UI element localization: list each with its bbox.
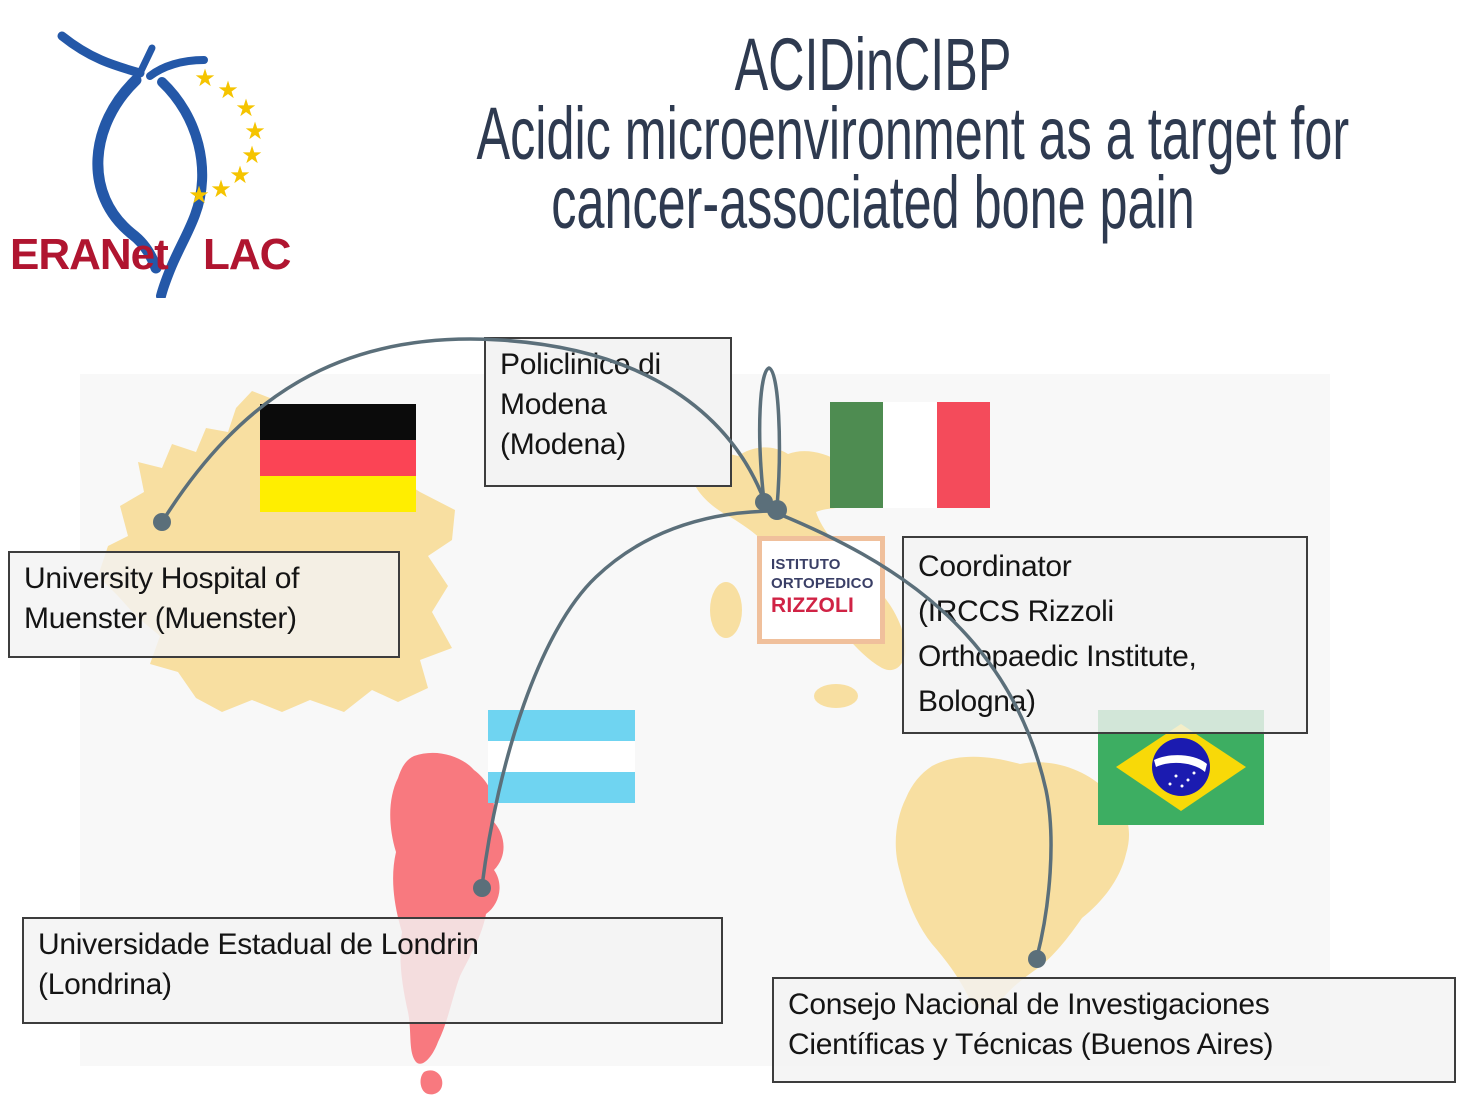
logo-text-eranet: ERANet — [10, 230, 169, 279]
svg-text:★: ★ — [235, 94, 257, 122]
svg-text:★: ★ — [229, 161, 251, 189]
germany-flag-gold-stripe — [260, 476, 416, 512]
argentina-flag-white-stripe — [488, 741, 635, 772]
eu-stars-arc: ★★ ★★ ★★ ★★ — [188, 64, 266, 209]
eranet-lac-logo: ★★ ★★ ★★ ★★ ERANet LAC — [0, 8, 310, 298]
svg-text:★: ★ — [244, 117, 266, 145]
sardinia-map-shape — [710, 582, 742, 638]
rizzoli-logo-line1: ISTITUTO — [771, 556, 841, 573]
germany-flag-black-stripe — [260, 404, 416, 440]
title-line-1: ACIDinCIBP — [734, 23, 1012, 106]
label-coordinator-rizzoli-bologna: Coordinator (IRCCS Rizzoli Orthopaedic I… — [902, 536, 1308, 734]
svg-text:★: ★ — [217, 76, 239, 104]
logo-text-lac: LAC — [203, 230, 291, 279]
italy-flag-red-stripe — [936, 402, 990, 508]
sicily-map-shape — [814, 684, 858, 708]
label-university-hospital-muenster: University Hospital of Muenster (Muenste… — [8, 551, 400, 658]
tierra-del-fuego-map-shape — [420, 1070, 443, 1095]
svg-text:★: ★ — [241, 141, 263, 169]
brazil-map-shape — [895, 756, 1130, 1010]
label-conicet-buenos-aires: Consejo Nacional de Investigaciones Cien… — [772, 977, 1456, 1083]
italy-flag — [830, 402, 990, 508]
rizzoli-logo-line3: RIZZOLI — [771, 594, 855, 617]
germany-flag-red-stripe — [260, 440, 416, 476]
svg-text:★: ★ — [194, 64, 216, 92]
title-line-3: cancer-associated bone pain — [551, 161, 1195, 244]
rizzoli-logo-line2: ORTOPEDICO — [771, 575, 874, 592]
label-policlinico-modena: Policlinico di Modena (Modena) — [484, 337, 732, 487]
label-universidade-estadual-londrina: Universidade Estadual de Londrin (Londri… — [22, 917, 723, 1024]
argentina-flag-blue-stripe-bottom — [488, 772, 635, 803]
rizzoli-institute-logo: ISTITUTO ORTOPEDICO RIZZOLI — [757, 536, 885, 644]
title-line-2: Acidic microenvironment as a target for — [476, 92, 1350, 175]
argentina-flag-blue-stripe-top — [488, 710, 635, 741]
italy-flag-white-stripe — [883, 402, 937, 508]
germany-flag — [260, 404, 416, 512]
italy-flag-green-stripe — [830, 402, 884, 508]
eranet-lac-logo-graphic: ★★ ★★ ★★ ★★ — [57, 31, 266, 298]
argentina-flag — [488, 710, 635, 803]
slide-title: ACIDinCIBP Acidic microenvironment as a … — [290, 23, 1456, 244]
svg-text:★: ★ — [188, 181, 210, 209]
svg-text:★: ★ — [210, 175, 232, 203]
